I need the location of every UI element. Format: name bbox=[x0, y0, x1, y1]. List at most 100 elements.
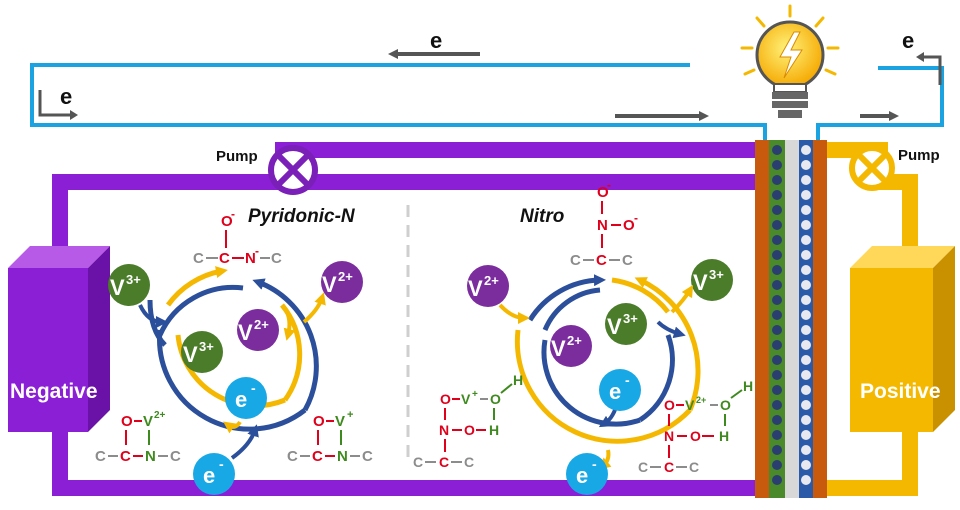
v2-ion-right-inner: V 2+ bbox=[550, 325, 592, 367]
svg-text:V: V bbox=[468, 276, 483, 301]
svg-text:-: - bbox=[219, 456, 224, 472]
svg-text:V: V bbox=[461, 391, 471, 407]
svg-text:+: + bbox=[472, 389, 478, 400]
svg-text:N: N bbox=[245, 250, 256, 267]
svg-text:C: C bbox=[413, 454, 423, 470]
membrane-dot bbox=[801, 310, 811, 320]
svg-text:H: H bbox=[489, 422, 499, 438]
membrane-dot bbox=[772, 460, 782, 470]
svg-text:C: C bbox=[312, 448, 323, 465]
svg-text:-: - bbox=[231, 207, 235, 221]
svg-text:C: C bbox=[287, 448, 298, 465]
svg-text:2+: 2+ bbox=[696, 395, 706, 405]
svg-text:V: V bbox=[607, 314, 622, 339]
light-bulb-icon bbox=[740, 4, 840, 118]
svg-text:2+: 2+ bbox=[254, 317, 269, 332]
svg-text:O: O bbox=[623, 217, 635, 234]
membrane-dot bbox=[772, 160, 782, 170]
svg-text:V: V bbox=[110, 275, 125, 300]
svg-text:C: C bbox=[464, 454, 474, 470]
svg-text:C: C bbox=[219, 250, 230, 267]
pump-left-label: Pump bbox=[216, 148, 258, 165]
svg-text:V: V bbox=[693, 270, 708, 295]
svg-text:O: O bbox=[121, 413, 133, 430]
membrane-dot bbox=[772, 265, 782, 275]
membrane-dot bbox=[801, 385, 811, 395]
membrane-dot bbox=[801, 280, 811, 290]
v2-ion-left-inner: V 2+ bbox=[237, 309, 279, 351]
positive-tank-label: Positive bbox=[860, 380, 941, 403]
electron-label-right: e bbox=[902, 28, 914, 53]
v3-ion-right-outer: V 3+ bbox=[691, 259, 733, 301]
svg-text:C: C bbox=[689, 459, 699, 475]
nitro-title: Nitro bbox=[520, 206, 564, 227]
membrane-dot bbox=[772, 175, 782, 185]
pump-left-icon bbox=[268, 145, 318, 195]
membrane-dot bbox=[772, 220, 782, 230]
electron-right-bottom: e - bbox=[566, 453, 608, 495]
membrane-dot bbox=[801, 475, 811, 485]
electron-flow-arrows bbox=[38, 49, 942, 121]
svg-text:-: - bbox=[607, 178, 611, 192]
svg-text:-: - bbox=[251, 380, 256, 396]
svg-text:e: e bbox=[203, 463, 215, 488]
svg-text:3+: 3+ bbox=[709, 267, 724, 282]
membrane-dot bbox=[801, 235, 811, 245]
electron-right-inner: e - bbox=[599, 369, 641, 411]
membrane-dot bbox=[772, 430, 782, 440]
svg-text:O: O bbox=[464, 422, 475, 438]
membrane-dot bbox=[801, 145, 811, 155]
svg-text:O: O bbox=[440, 391, 451, 407]
v2-ion-left-outer: V 2+ bbox=[321, 261, 363, 303]
svg-text:+: + bbox=[347, 409, 353, 421]
svg-text:2+: 2+ bbox=[567, 333, 582, 348]
membrane-dot bbox=[772, 310, 782, 320]
membrane-dot bbox=[801, 160, 811, 170]
membrane-dot bbox=[801, 250, 811, 260]
svg-text:H: H bbox=[743, 378, 753, 394]
svg-text:N: N bbox=[337, 448, 348, 465]
right-redox-cycle bbox=[514, 274, 701, 470]
svg-text:3+: 3+ bbox=[199, 339, 214, 354]
v2-ion-right-outer: V 2+ bbox=[467, 265, 509, 307]
membrane-dot bbox=[801, 415, 811, 425]
pyridonic-n-structure: O - C C N - C bbox=[193, 207, 282, 267]
svg-text:C: C bbox=[664, 459, 674, 475]
v3-ion-left-inner: V 3+ bbox=[181, 331, 223, 373]
membrane-dot bbox=[772, 205, 782, 215]
v3-ion-left-outer: V 3+ bbox=[108, 264, 150, 306]
svg-text:C: C bbox=[120, 448, 131, 465]
membrane-dot bbox=[772, 340, 782, 350]
nitro-structure: O - N O - C C C bbox=[570, 178, 638, 269]
negative-tank bbox=[8, 246, 110, 432]
membrane-dot bbox=[801, 220, 811, 230]
membrane-dot bbox=[801, 190, 811, 200]
negative-electrolyte-pipe bbox=[52, 142, 765, 496]
membrane-dot bbox=[801, 370, 811, 380]
membrane-dot bbox=[772, 370, 782, 380]
membrane-dot bbox=[772, 445, 782, 455]
membrane-dot bbox=[801, 400, 811, 410]
electron-left-inner: e - bbox=[225, 377, 267, 419]
svg-text:N: N bbox=[597, 217, 608, 234]
svg-text:2+: 2+ bbox=[154, 410, 166, 421]
svg-text:V: V bbox=[322, 272, 337, 297]
svg-text:N: N bbox=[145, 448, 156, 465]
svg-text:V: V bbox=[685, 397, 695, 413]
membrane-dot bbox=[772, 415, 782, 425]
membrane-dot bbox=[801, 460, 811, 470]
membrane-dot bbox=[801, 295, 811, 305]
svg-text:O: O bbox=[313, 413, 325, 430]
positive-tank bbox=[850, 246, 955, 432]
pump-right-label: Pump bbox=[898, 147, 940, 164]
membrane-dot bbox=[772, 145, 782, 155]
membrane-dot bbox=[801, 265, 811, 275]
svg-text:C: C bbox=[596, 252, 607, 269]
svg-text:V: V bbox=[143, 413, 153, 430]
svg-text:C: C bbox=[362, 448, 373, 465]
svg-text:e: e bbox=[235, 387, 247, 412]
electron-label-left: e bbox=[60, 84, 72, 109]
membrane-dot bbox=[801, 355, 811, 365]
svg-text:O: O bbox=[597, 184, 609, 201]
